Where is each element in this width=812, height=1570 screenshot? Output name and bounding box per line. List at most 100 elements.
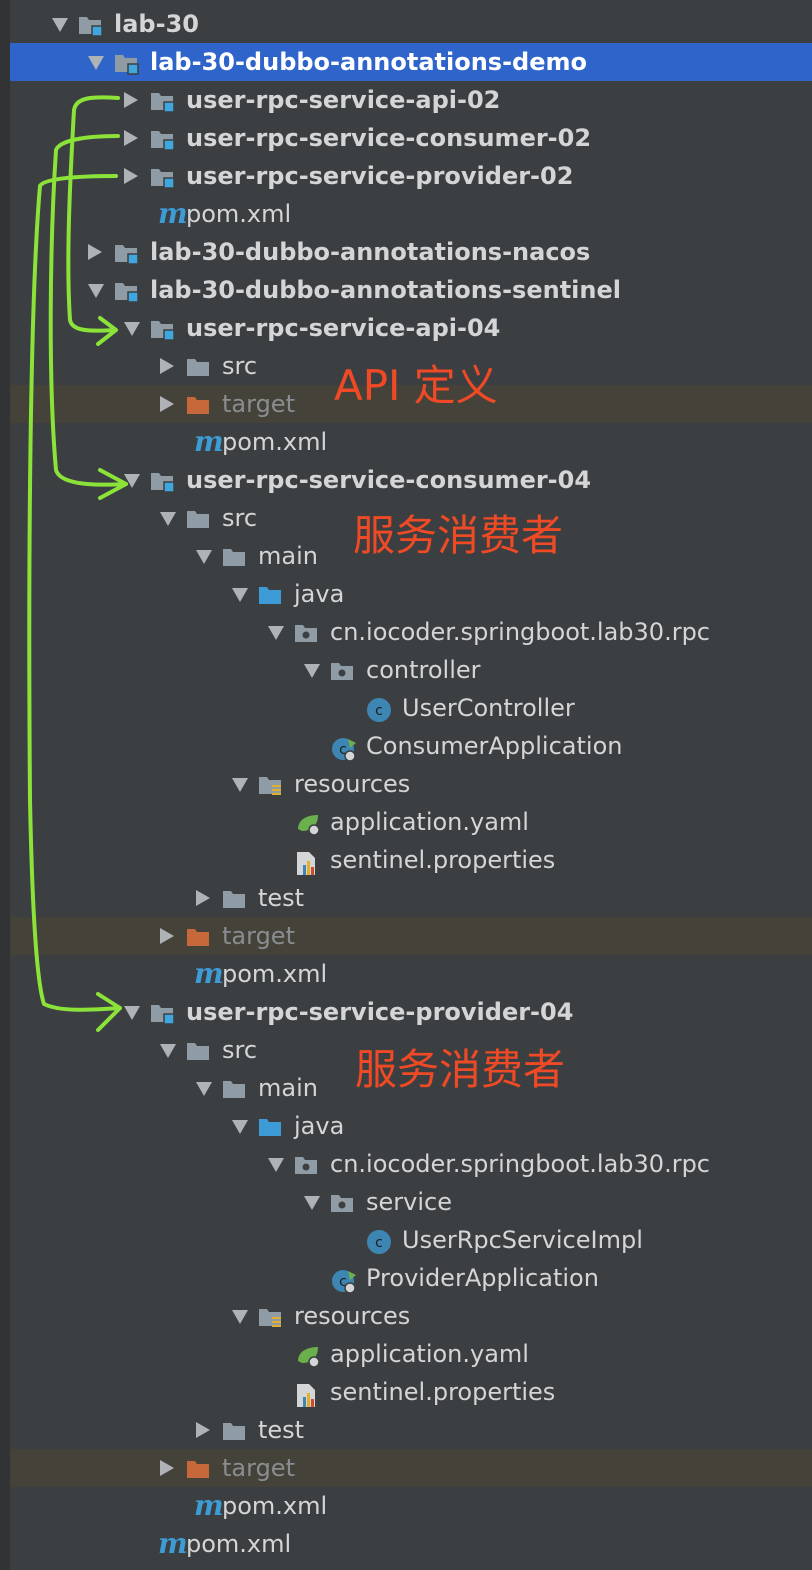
tree-row[interactable]: java <box>10 575 812 613</box>
tree-row[interactable]: sentinel.properties <box>10 1373 812 1411</box>
module-folder-icon <box>150 127 175 151</box>
module-folder-icon <box>150 1001 175 1025</box>
expand-arrow-down-icon[interactable] <box>232 588 248 602</box>
expand-arrow-down-icon[interactable] <box>52 18 68 32</box>
tree-row[interactable]: sentinel.properties <box>10 841 812 879</box>
folder-icon <box>186 1039 210 1061</box>
tree-row[interactable]: application.yaml <box>10 803 812 841</box>
folder-icon <box>222 545 246 567</box>
expand-arrow-down-icon[interactable] <box>124 322 140 336</box>
expand-arrow-down-icon[interactable] <box>196 1082 212 1096</box>
package-icon <box>330 1191 354 1213</box>
expand-arrow-down-icon[interactable] <box>160 512 176 526</box>
tree-row[interactable]: user-rpc-service-consumer-02 <box>10 119 812 157</box>
tree-row[interactable]: user-rpc-service-api-02 <box>10 81 812 119</box>
folder-icon <box>186 507 210 529</box>
tree-item-label: src <box>222 504 258 532</box>
tree-row[interactable]: c ProviderApplication <box>10 1259 812 1297</box>
expand-arrow-down-icon[interactable] <box>232 1310 248 1324</box>
excluded-folder-icon <box>186 393 210 415</box>
tree-row[interactable]: main <box>10 537 812 575</box>
expand-arrow-down-icon[interactable] <box>232 778 248 792</box>
tree-item-label: service <box>366 1188 452 1216</box>
tree-row[interactable]: user-rpc-service-api-04 <box>10 309 812 347</box>
expand-arrow-right-icon[interactable] <box>160 928 174 944</box>
arrow-api <box>66 95 120 333</box>
expand-arrow-down-icon[interactable] <box>88 284 104 298</box>
tree-row[interactable]: src <box>10 499 812 537</box>
tree-row[interactable]: cn.iocoder.springboot.lab30.rpc <box>10 613 812 651</box>
class-icon: c <box>366 697 391 722</box>
tree-row[interactable]: lab-30-dubbo-annotations-sentinel <box>10 271 812 309</box>
expand-arrow-right-icon[interactable] <box>160 1460 174 1476</box>
source-folder-icon <box>258 1115 282 1137</box>
tree-row[interactable]: target <box>10 385 812 423</box>
svg-text:c: c <box>339 1274 347 1290</box>
expand-arrow-right-icon[interactable] <box>196 890 210 906</box>
tree-row[interactable]: service <box>10 1183 812 1221</box>
tree-row[interactable]: target <box>10 1449 812 1487</box>
tree-row[interactable]: user-rpc-service-provider-02 <box>10 157 812 195</box>
expand-arrow-down-icon[interactable] <box>304 664 320 678</box>
expand-arrow-down-icon[interactable] <box>124 474 140 488</box>
expand-arrow-down-icon[interactable] <box>268 1158 284 1172</box>
tree-row[interactable]: lab-30-dubbo-annotations-demo <box>10 43 812 81</box>
expand-arrow-right-icon[interactable] <box>124 92 138 108</box>
tree-row[interactable]: cn.iocoder.springboot.lab30.rpc <box>10 1145 812 1183</box>
tree-item-label: resources <box>294 770 411 798</box>
tree-row[interactable]: src <box>10 347 812 385</box>
tree-row[interactable]: test <box>10 1411 812 1449</box>
folder-icon <box>222 1419 246 1441</box>
expand-arrow-right-icon[interactable] <box>88 244 102 260</box>
expand-arrow-down-icon[interactable] <box>124 1006 140 1020</box>
tree-row[interactable]: target <box>10 917 812 955</box>
tree-item-label: controller <box>366 656 481 684</box>
tree-row[interactable]: lab-30-dubbo-annotations-nacos <box>10 233 812 271</box>
tree-row[interactable]: main <box>10 1069 812 1107</box>
expand-arrow-down-icon[interactable] <box>232 1120 248 1134</box>
tree-row[interactable]: resources <box>10 1297 812 1335</box>
expand-arrow-down-icon[interactable] <box>160 1044 176 1058</box>
expand-arrow-right-icon[interactable] <box>160 396 174 412</box>
maven-icon: m <box>158 197 188 230</box>
svg-text:c: c <box>339 742 347 758</box>
tree-item-label: user-rpc-service-provider-02 <box>186 162 574 190</box>
tree-row[interactable]: test <box>10 879 812 917</box>
tree-row[interactable]: application.yaml <box>10 1335 812 1373</box>
tree-item-label: user-rpc-service-api-04 <box>186 314 501 342</box>
expand-arrow-right-icon[interactable] <box>196 1422 210 1438</box>
tree-item-label: resources <box>294 1302 411 1330</box>
tree-item-label: sentinel.properties <box>330 1378 556 1406</box>
expand-arrow-right-icon[interactable] <box>124 168 138 184</box>
tree-row[interactable]: resources <box>10 765 812 803</box>
expand-arrow-down-icon[interactable] <box>88 56 104 70</box>
tree-item-label: ProviderApplication <box>366 1264 599 1292</box>
tree-item-label: test <box>258 1416 305 1444</box>
expand-arrow-down-icon[interactable] <box>196 550 212 564</box>
tree-item-label: application.yaml <box>330 808 529 836</box>
expand-arrow-down-icon[interactable] <box>268 626 284 640</box>
tree-row[interactable]: user-rpc-service-consumer-04 <box>10 461 812 499</box>
tree-gutter <box>0 0 10 1570</box>
expand-arrow-down-icon[interactable] <box>304 1196 320 1210</box>
excluded-folder-icon <box>186 925 210 947</box>
expand-arrow-right-icon[interactable] <box>160 358 174 374</box>
expand-arrow-right-icon[interactable] <box>124 130 138 146</box>
tree-row[interactable]: java <box>10 1107 812 1145</box>
tree-row[interactable]: controller <box>10 651 812 689</box>
module-folder-icon <box>114 241 139 265</box>
tree-row[interactable]: user-rpc-service-provider-04 <box>10 993 812 1031</box>
module-folder-icon <box>150 89 175 113</box>
tree-row[interactable]: lab-30 <box>10 5 812 43</box>
tree-row[interactable]: src <box>10 1031 812 1069</box>
